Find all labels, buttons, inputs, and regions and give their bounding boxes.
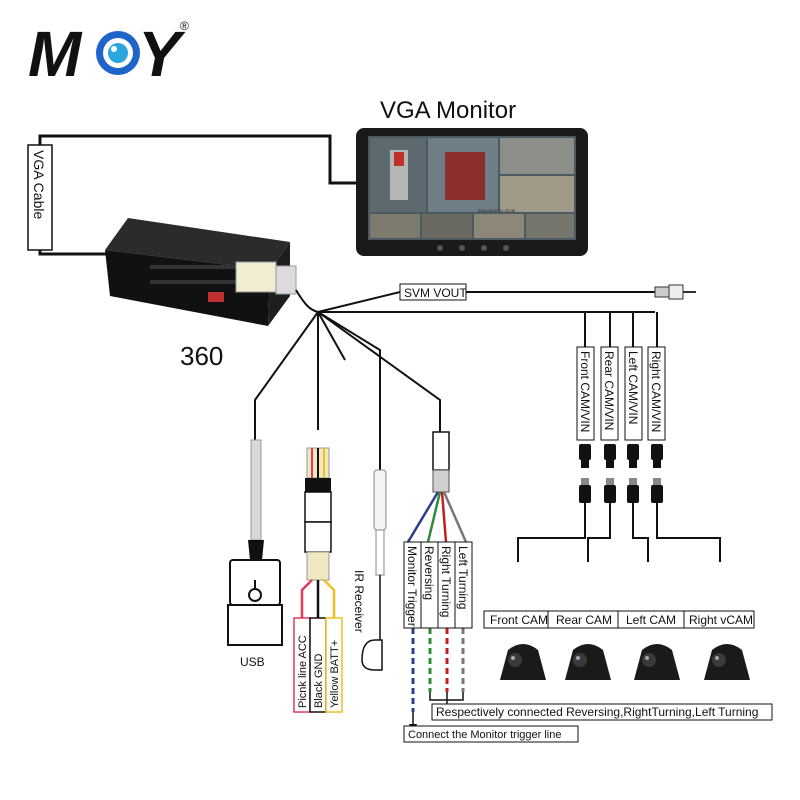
unit-label: 360 xyxy=(180,341,223,371)
trigger-reversing-label: Reversing xyxy=(422,546,436,600)
ir-receiver xyxy=(361,469,387,671)
registered-mark: ® xyxy=(180,19,189,33)
camera-label-rear: Rear CAM xyxy=(556,613,612,627)
power-gnd-label: Black GND xyxy=(313,654,325,708)
vga-monitor: 2016-05-02 11:22:05 xyxy=(356,128,588,256)
cam-input-lines xyxy=(584,312,658,440)
ir-receiver-label: IR Receiver xyxy=(352,570,366,633)
trigger-left-turning-label: Left Turning xyxy=(456,546,470,609)
camera-label-right: Right vCAM xyxy=(689,613,753,627)
cam-input-left: Left CAM/VIN xyxy=(626,351,640,424)
cam-input-right: Right CAM/VIN xyxy=(649,351,663,432)
logo-letter-m: M xyxy=(28,18,83,90)
logo-eye-icon xyxy=(96,31,140,75)
power-labels: Picnk line ACC Black GND Yellow BATT+ xyxy=(293,617,343,713)
logo-letter-y: Y xyxy=(138,18,186,90)
note-respectively-box xyxy=(431,703,773,721)
right-camera-icon xyxy=(704,644,750,680)
trigger-cable xyxy=(406,431,468,733)
usb-cable xyxy=(227,439,283,646)
rear-camera-icon xyxy=(565,644,611,680)
wire-harness xyxy=(254,289,655,470)
cam-input-labels: Front CAM/VIN Rear CAM/VIN Left CAM/VIN … xyxy=(576,346,666,441)
camera-leads xyxy=(517,503,721,562)
svm-vout-label: SVM VOUT xyxy=(404,286,467,300)
svm-360-unit xyxy=(105,218,297,326)
aviation-connectors xyxy=(579,444,663,503)
brand-logo: M Y ® xyxy=(28,18,189,90)
usb-label: USB xyxy=(240,655,265,669)
svm-vout-box xyxy=(399,283,467,301)
usb-symbol-icon xyxy=(248,580,262,602)
note-monitor-trigger-box xyxy=(403,725,579,743)
camera-label-front: Front CAM xyxy=(490,613,548,627)
power-batt-label: Yellow BATT+ xyxy=(329,640,341,708)
screen-timestamp: 2016-05-02 11:22:05 xyxy=(478,208,516,213)
camera-label-left: Left CAM xyxy=(626,613,676,627)
front-camera-icon xyxy=(500,644,546,680)
power-cable xyxy=(300,447,336,712)
rca-plug-icon xyxy=(654,284,696,300)
trigger-labels: Monitor Trigger Reversing Right Turning … xyxy=(403,541,473,629)
left-camera-icon xyxy=(634,644,680,680)
note-respectively: Respectively connected Reversing,RightTu… xyxy=(436,705,758,719)
vga-cable-label: VGA Cable xyxy=(31,150,47,219)
power-acc-label: Picnk line ACC xyxy=(297,635,309,708)
monitor-title: VGA Monitor xyxy=(380,97,516,124)
note-monitor-trigger: Connect the Monitor trigger line xyxy=(408,729,561,741)
trigger-monitor-label: Monitor Trigger xyxy=(405,546,419,627)
camera-label-row: Front CAM Rear CAM Left CAM Right vCAM xyxy=(483,610,755,629)
vga-cable: VGA Cable xyxy=(27,134,356,256)
cam-input-rear: Rear CAM/VIN xyxy=(602,351,616,430)
trigger-right-turning-label: Right Turning xyxy=(439,546,453,617)
cam-input-front: Front CAM/VIN xyxy=(578,351,592,432)
camera-icons xyxy=(500,644,750,680)
ir-sensor-icon xyxy=(361,639,383,671)
